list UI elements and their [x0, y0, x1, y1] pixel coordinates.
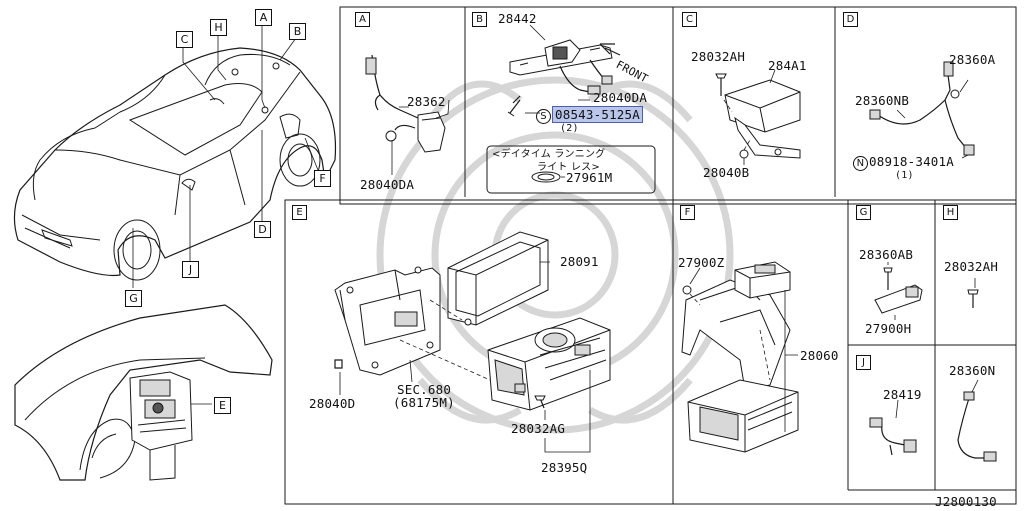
panel-b-art [486, 24, 656, 194]
panel-f-art [681, 261, 799, 453]
callout-f: F [314, 170, 331, 187]
dashboard-illustration [14, 304, 273, 481]
callout-a: A [255, 9, 272, 26]
panel-tag-b: B [472, 12, 487, 27]
part-28442[interactable]: 28442 [498, 11, 537, 26]
panel-j-art [869, 379, 997, 462]
callout-d: D [254, 221, 271, 238]
panel-d-art [869, 61, 975, 159]
sec-680-sub: (68175M) [393, 395, 455, 410]
panel-g-art [874, 262, 923, 320]
part-28040b[interactable]: 28040B [703, 165, 750, 180]
panel-tag-j: J [856, 355, 871, 370]
part-28032ag[interactable]: 28032AG [511, 421, 566, 436]
part-27900z[interactable]: 27900Z [678, 255, 725, 270]
part-284a1[interactable]: 284A1 [768, 58, 807, 73]
callout-h: H [210, 19, 227, 36]
part-28032ah-c[interactable]: 28032AH [691, 49, 746, 64]
part-28091[interactable]: 28091 [560, 254, 599, 269]
panel-tag-e: E [292, 205, 307, 220]
panel-tag-f: F [680, 205, 695, 220]
part-28360nb[interactable]: 28360NB [855, 93, 910, 108]
part-27961m[interactable]: 27961M [566, 170, 613, 185]
panel-a-art [365, 54, 450, 175]
part-28395q[interactable]: 28395Q [541, 460, 588, 475]
part-28362[interactable]: 28362 [407, 94, 446, 109]
panel-frames [284, 6, 1017, 505]
panel-e-art [334, 231, 611, 453]
sec-680-ref[interactable]: SEC.680 [397, 382, 452, 397]
part-08543-5125a: 08543-5125A [552, 106, 643, 123]
panel-tag-g: G [856, 205, 871, 220]
part-28360ab[interactable]: 28360AB [859, 247, 914, 262]
panel-tag-d: D [843, 12, 858, 27]
panel-c-art [715, 69, 801, 165]
note-line-1: <デイタイム ランニング [492, 149, 606, 160]
part-27900h[interactable]: 27900H [865, 321, 912, 336]
nut-qty: (1) [895, 170, 914, 181]
callout-g: G [125, 290, 142, 307]
part-28360n[interactable]: 28360N [949, 363, 996, 378]
part-28060[interactable]: 28060 [800, 348, 839, 363]
part-28032ah-h[interactable]: 28032AH [944, 259, 999, 274]
part-28040da-a[interactable]: 28040DA [360, 177, 415, 192]
screw-s-symbol: S [536, 109, 551, 124]
car-callout-leaders [132, 26, 319, 405]
screw-qty: (2) [560, 123, 579, 134]
part-28040da-b[interactable]: 28040DA [593, 90, 648, 105]
callout-c: C [176, 31, 193, 48]
part-08918-3401a: 08918-3401A [869, 154, 954, 169]
part-28360a[interactable]: 28360A [949, 52, 996, 67]
callout-b: B [289, 23, 306, 40]
panel-tag-a: A [355, 12, 370, 27]
panel-tag-h: H [943, 205, 958, 220]
panel-h-art [967, 278, 979, 308]
callout-e: E [214, 397, 231, 414]
panel-tag-c: C [682, 12, 697, 27]
car-illustration [13, 47, 337, 281]
nut-n-symbol: N [853, 156, 868, 171]
diagram-id: J2800130 [935, 494, 997, 509]
note-line-2: ライト レス> [537, 162, 600, 173]
part-28419[interactable]: 28419 [883, 387, 922, 402]
callout-j: J [182, 261, 199, 278]
part-28040d[interactable]: 28040D [309, 396, 356, 411]
